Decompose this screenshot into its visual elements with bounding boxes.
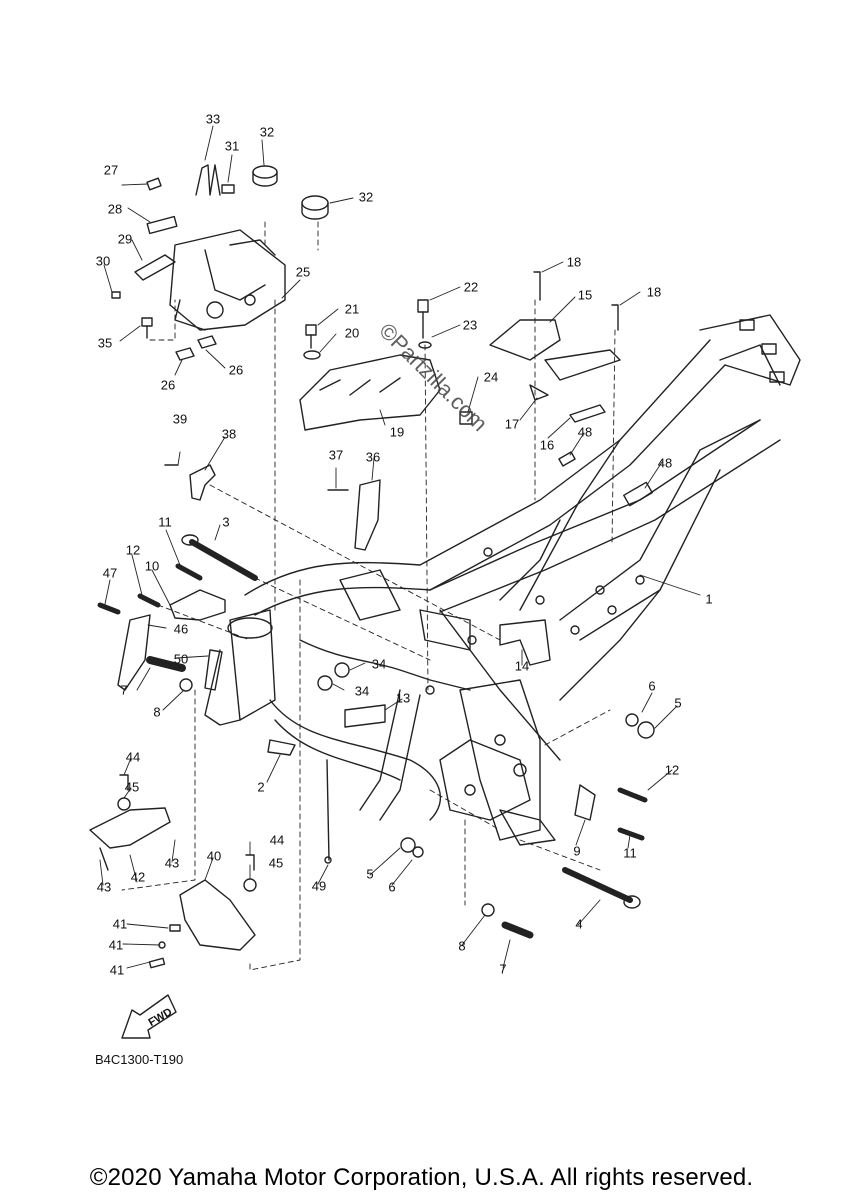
- callout-38: 38: [221, 426, 237, 442]
- callout-6: 6: [388, 879, 396, 895]
- callout-12: 12: [664, 762, 680, 778]
- callout-26: 26: [160, 377, 176, 393]
- callout-21: 21: [344, 301, 360, 317]
- callout-34: 34: [371, 656, 387, 672]
- callout-5: 5: [366, 866, 374, 882]
- callout-7: 7: [499, 961, 507, 977]
- dashed-alignment-lines: [121, 221, 616, 971]
- callout-5: 5: [674, 695, 682, 711]
- callout-12: 12: [125, 542, 141, 558]
- callout-39: 39: [172, 411, 188, 427]
- fasteners: [97, 534, 655, 939]
- diagram-code: B4C1300-T190: [95, 1052, 184, 1067]
- callout-34: 34: [354, 683, 370, 699]
- callout-17: 17: [504, 416, 520, 432]
- callout-24: 24: [483, 369, 499, 385]
- callout-18: 18: [566, 254, 582, 270]
- callout-32: 32: [358, 189, 374, 205]
- leader-lines: [99, 125, 701, 969]
- callout-11: 11: [623, 845, 637, 861]
- callout-25: 25: [295, 264, 311, 280]
- seat-bracket-assembly: [111, 164, 329, 361]
- copyright-notice: ©2020 Yamaha Motor Corporation, U.S.A. A…: [89, 1164, 754, 1191]
- callout-22: 22: [463, 279, 479, 295]
- callout-35: 35: [97, 335, 113, 351]
- callout-1: 1: [705, 591, 713, 607]
- callout-30: 30: [95, 253, 111, 269]
- callout-31: 31: [224, 138, 240, 154]
- callout-9: 9: [573, 843, 581, 859]
- callout-3: 3: [222, 514, 230, 530]
- callout-7: 7: [120, 682, 128, 698]
- callout-43: 43: [164, 855, 180, 871]
- callout-8: 8: [458, 938, 466, 954]
- callout-45: 45: [124, 779, 140, 795]
- callout-15: 15: [577, 287, 593, 303]
- callout-44: 44: [125, 749, 141, 765]
- callout-11: 11: [158, 514, 172, 530]
- callout-6: 6: [648, 678, 656, 694]
- callout-18: 18: [646, 284, 662, 300]
- callout-14: 14: [514, 658, 530, 674]
- callout-40: 40: [206, 848, 222, 864]
- callout-46: 46: [173, 621, 189, 637]
- left-brackets: [164, 464, 381, 551]
- callout-27: 27: [103, 162, 119, 178]
- callout-41: 41: [108, 937, 124, 953]
- callout-48: 48: [577, 424, 593, 440]
- callout-36: 36: [365, 449, 381, 465]
- main-frame: [204, 314, 801, 846]
- callout-8: 8: [153, 704, 161, 720]
- callout-42: 42: [130, 869, 146, 885]
- callout-28: 28: [107, 201, 123, 217]
- callout-26: 26: [228, 362, 244, 378]
- callout-20: 20: [344, 325, 360, 341]
- callout-50: 50: [173, 651, 189, 667]
- callout-19: 19: [389, 424, 405, 440]
- side-cover-assembly: [299, 299, 473, 431]
- callout-49: 49: [311, 878, 327, 894]
- rear-brackets: [489, 271, 653, 507]
- callout-45: 45: [268, 855, 284, 871]
- callout-13: 13: [395, 690, 411, 706]
- callout-29: 29: [117, 231, 133, 247]
- callout-23: 23: [462, 317, 478, 333]
- callout-44: 44: [269, 832, 285, 848]
- callout-32: 32: [259, 124, 275, 140]
- fwd-arrow-icon: FWD: [121, 994, 177, 1039]
- callout-4: 4: [575, 916, 583, 932]
- callout-41: 41: [112, 916, 128, 932]
- callout-2: 2: [257, 779, 265, 795]
- callout-48: 48: [657, 455, 673, 471]
- callout-16: 16: [539, 437, 555, 453]
- callout-37: 37: [328, 447, 344, 463]
- callout-10: 10: [144, 558, 160, 574]
- lower-guards: [89, 774, 257, 969]
- callout-47: 47: [102, 565, 118, 581]
- callout-43: 43: [96, 879, 112, 895]
- callout-33: 33: [205, 111, 221, 127]
- callout-41: 41: [109, 962, 125, 978]
